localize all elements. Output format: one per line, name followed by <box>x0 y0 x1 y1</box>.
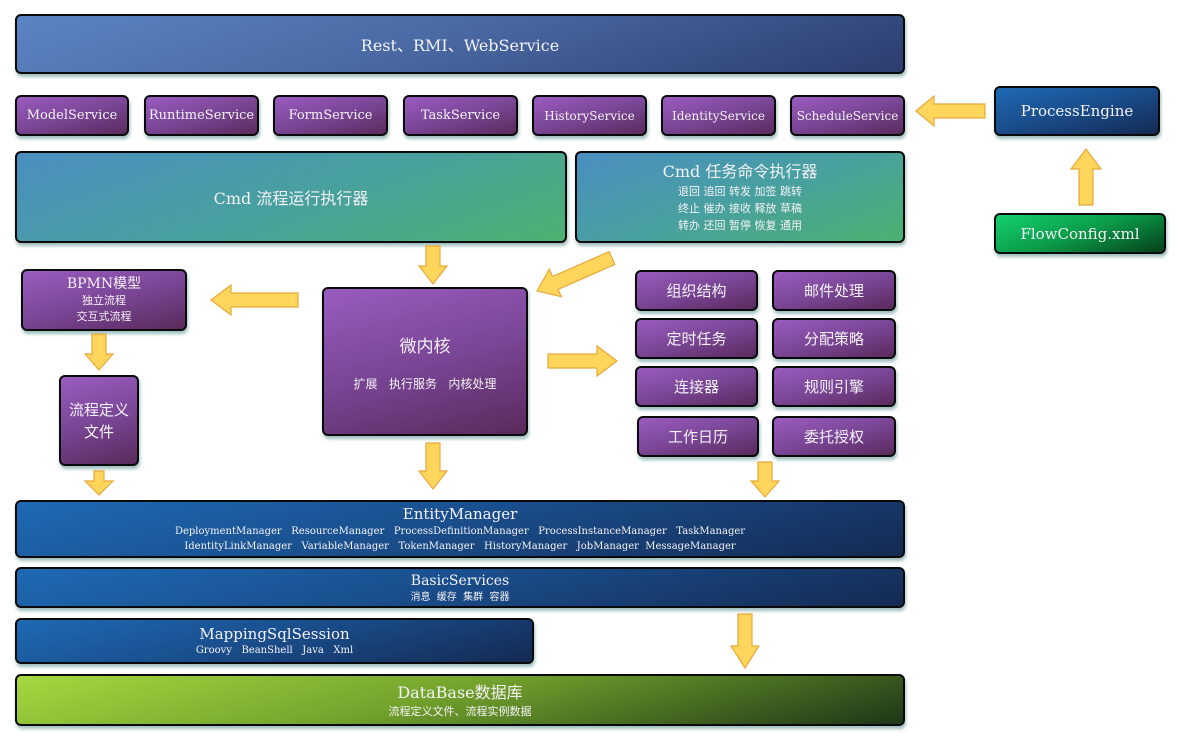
api-layer-title: Rest、RMI、WebService <box>360 36 560 55</box>
arrow-cmd-task-to-kernel-icon <box>536 250 616 298</box>
database-subtitle: 流程定义文件、流程实例数据 <box>388 704 532 718</box>
module-mail-handling: 邮件处理 <box>772 270 896 311</box>
service-label: TaskService <box>420 108 501 123</box>
entity-manager-line: IdentityLinkManager VariableManager Toke… <box>184 541 736 552</box>
arrow-kernel-to-bpmn-icon <box>210 283 299 317</box>
cmd-task-line: 退回 追回 转发 加签 跳转 <box>678 185 802 198</box>
module-label: 委托授权 <box>803 428 864 446</box>
mapping-sql-session-subtitle: Groovy BeanShell Java Xml <box>195 645 354 656</box>
module-assignment-strategy: 分配策略 <box>772 318 896 359</box>
module-work-calendar: 工作日历 <box>637 416 759 457</box>
module-connector: 连接器 <box>635 366 758 407</box>
module-label: 工作日历 <box>667 428 728 446</box>
cmd-task-executor-title: Cmd 任务命令执行器 <box>662 162 818 181</box>
module-label: 定时任务 <box>666 330 727 348</box>
service-identity: IdentityService <box>661 95 776 136</box>
bpmn-model-title: BPMN模型 <box>66 276 142 292</box>
service-history: HistoryService <box>532 95 647 136</box>
basic-services-box: BasicServices 消息 缓存 集群 容器 <box>15 567 905 608</box>
arrow-cmd-process-to-kernel-icon <box>417 245 449 285</box>
database-box: DataBase数据库 流程定义文件、流程实例数据 <box>15 674 905 726</box>
module-timer-task: 定时任务 <box>635 318 758 359</box>
arrow-definition-file-to-entity-icon <box>83 470 115 496</box>
module-rule-engine: 规则引擎 <box>772 366 896 407</box>
service-schedule: ScheduleService <box>790 95 905 136</box>
entity-manager-line: DeploymentManager ResourceManager Proces… <box>174 526 746 537</box>
arrow-modules-to-entity-icon <box>749 461 781 498</box>
entity-manager-title: EntityManager <box>402 505 518 523</box>
arrow-kernel-to-entity-icon <box>417 442 449 490</box>
service-model: ModelService <box>15 95 129 136</box>
service-runtime: RuntimeService <box>144 95 259 136</box>
micro-kernel-box: 微内核 扩展 执行服务 内核处理 <box>322 287 528 436</box>
module-label: 分配策略 <box>803 330 864 348</box>
entity-manager-box: EntityManager DeploymentManager Resource… <box>15 500 905 558</box>
module-label: 组织结构 <box>666 282 727 300</box>
arrow-bpmn-to-definition-file-icon <box>83 333 115 371</box>
database-title: DataBase数据库 <box>397 682 523 702</box>
process-definition-file-line: 文件 <box>83 422 114 441</box>
cmd-task-line: 终止 催办 接收 释放 草稿 <box>678 202 802 215</box>
arrow-kernel-to-modules-icon <box>547 344 618 378</box>
bpmn-model-line: 独立流程 <box>82 294 126 307</box>
module-org-structure: 组织结构 <box>635 270 758 311</box>
cmd-process-executor-box: Cmd 流程运行执行器 <box>15 151 567 243</box>
arrow-config-to-engine-icon <box>1069 148 1103 206</box>
module-label: 规则引擎 <box>803 378 864 396</box>
flow-config-label: FlowConfig.xml <box>1020 224 1140 243</box>
service-form: FormService <box>273 95 388 136</box>
process-engine-box: ProcessEngine <box>994 86 1160 136</box>
service-task: TaskService <box>403 95 518 136</box>
module-label: 邮件处理 <box>803 282 864 300</box>
process-engine-label: ProcessEngine <box>1020 102 1134 120</box>
service-label: ScheduleService <box>796 108 899 123</box>
flow-config-box: FlowConfig.xml <box>994 213 1166 254</box>
module-label: 连接器 <box>673 378 719 396</box>
mapping-sql-session-title: MappingSqlSession <box>199 625 350 643</box>
process-definition-file-line: 流程定义 <box>68 400 129 419</box>
service-label: FormService <box>288 108 373 123</box>
basic-services-title: BasicServices <box>410 573 510 589</box>
cmd-task-line: 转办 还回 暂停 恢复 通用 <box>678 219 802 232</box>
module-delegation: 委托授权 <box>772 416 896 457</box>
mapping-sql-session-box: MappingSqlSession Groovy BeanShell Java … <box>15 618 534 664</box>
service-label: RuntimeService <box>148 108 255 123</box>
micro-kernel-subtitle: 扩展 执行服务 内核处理 <box>353 376 497 391</box>
process-definition-file-box: 流程定义 文件 <box>59 375 139 466</box>
service-label: HistoryService <box>544 108 635 123</box>
basic-services-subtitle: 消息 缓存 集群 容器 <box>410 592 510 603</box>
service-label: IdentityService <box>671 108 765 123</box>
service-label: ModelService <box>26 108 118 123</box>
bpmn-model-line: 交互式流程 <box>76 310 132 323</box>
bpmn-model-box: BPMN模型 独立流程 交互式流程 <box>21 269 187 331</box>
arrow-services-to-database-icon <box>729 613 761 670</box>
api-layer-box: Rest、RMI、WebService <box>15 14 905 74</box>
arrow-engine-to-services-icon <box>915 94 986 128</box>
micro-kernel-title: 微内核 <box>399 336 451 357</box>
cmd-process-executor-title: Cmd 流程运行执行器 <box>213 189 369 208</box>
cmd-task-executor-box: Cmd 任务命令执行器 退回 追回 转发 加签 跳转 终止 催办 接收 释放 草… <box>575 151 905 243</box>
